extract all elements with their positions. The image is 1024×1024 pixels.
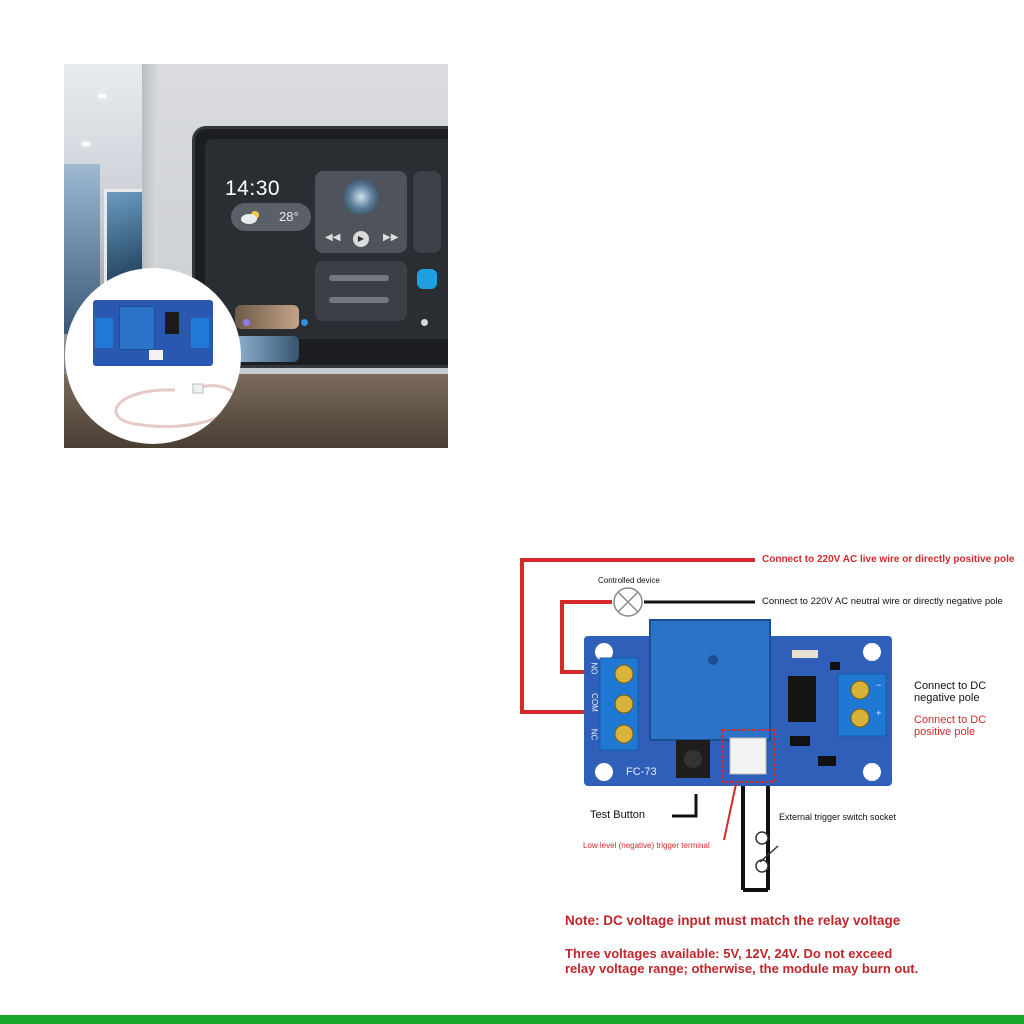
pin-plus-label: + [876,708,882,718]
add-icon [421,319,428,326]
module-inset-circle [65,268,241,444]
controlled-device-label: Controlled device [598,576,660,585]
mini-socket [149,350,163,360]
home-icon [301,319,308,326]
mini-terminal-block [95,318,113,348]
smart-home-panel: 14:30 28° ◀◀ ▶ ▶▶ [192,126,448,368]
note-line-2: Three voltages available: 5V, 12V, 24V. … [565,946,893,961]
terminal-nc-label: NC [589,728,599,741]
trigger-switch-symbol [743,831,779,892]
music-controls: ◀◀ ▶ ▶▶ [315,229,407,251]
panel-clock: 14:30 [225,177,281,200]
terminal-no-label: NO [589,662,599,675]
phone-icon [417,269,437,289]
test-button-label: Test Button [590,809,646,821]
fast-forward-icon: ▶▶ [383,232,399,243]
note-line-1: Note: DC voltage input must match the re… [565,913,901,928]
play-icon: ▶ [353,231,369,247]
trigger-terminal-label: Low level (negative) trigger terminal [583,841,710,850]
wiring-diagram: FC-73 NO COM NC − + Connect to 220V AC l… [500,540,1024,990]
weather-temperature: 28° [279,209,299,224]
terminal-com-label: COM [589,693,599,712]
media-thumbnail [235,336,299,362]
product-photo: 14:30 28° ◀◀ ▶ ▶▶ [64,64,448,448]
neutral-wire-label: Connect to 220V AC neutral wire or direc… [762,596,1003,607]
dc-negative-label-line1: Connect to DC [914,680,987,692]
mini-relay-board [93,300,213,366]
slider-widget [315,261,407,321]
slider-bar [329,297,389,303]
pin-minus-label: − [876,680,882,690]
rewind-icon: ◀◀ [325,232,341,243]
mini-relay [119,306,155,350]
dc-positive-label-line2: positive pole [914,726,976,738]
music-widget: ◀◀ ▶ ▶▶ [315,171,407,253]
live-wire-label: Connect to 220V AC live wire or directly… [762,554,1015,565]
bottom-green-bar [0,1015,1024,1024]
mini-chip [165,312,179,334]
trigger-socket-label: External trigger switch socket [779,812,897,822]
ceiling-light-icon [82,142,90,146]
mini-terminal-block [191,318,209,348]
dc-positive-label-line1: Connect to DC [914,714,987,726]
album-art [343,179,379,215]
side-controls [413,171,441,253]
weather-widget: 28° [231,203,311,231]
board-model-label: FC-73 [626,766,657,778]
dc-negative-label-line2: negative pole [914,692,980,704]
slider-bar [329,275,389,281]
ceiling-light-icon [98,94,106,98]
trigger-wire [114,383,237,428]
cloud-sun-icon [241,211,259,224]
wiring-lines [520,558,892,890]
dock-icon [243,319,250,326]
note-line-3: relay voltage range; otherwise, the modu… [565,961,919,976]
